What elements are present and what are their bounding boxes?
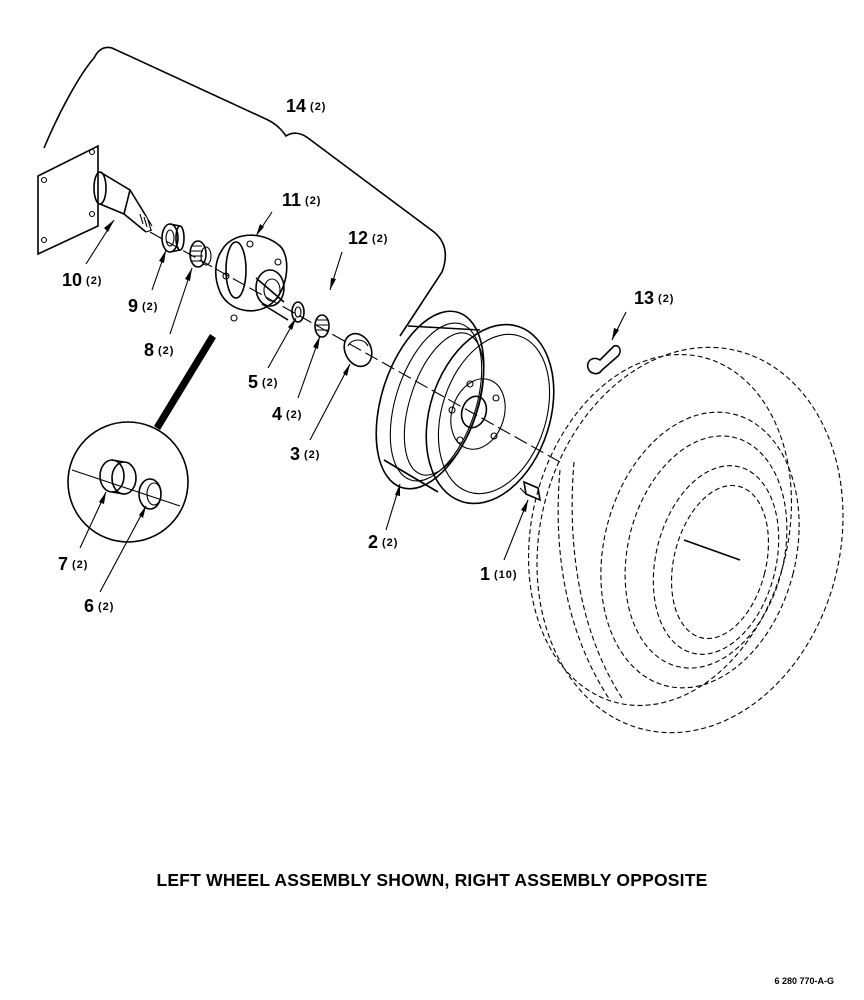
tire — [527, 346, 844, 734]
callout-11: 11(2) — [282, 190, 321, 210]
callout-7: 7(2) — [58, 554, 88, 574]
callout-12: 12(2) — [348, 228, 388, 248]
callout-10: 10(2) — [62, 270, 102, 290]
rim — [375, 310, 555, 505]
callout-1: 1(10) — [480, 564, 518, 584]
callout-13: 13(2) — [634, 288, 674, 308]
dust-cap — [343, 332, 373, 368]
callout-labels: 14(2) 11(2) 12(2) 13(2) 10(2) 9(2) 8(2) … — [58, 96, 674, 616]
bearing-cup-detail — [67, 334, 216, 543]
callout-6: 6(2) — [84, 596, 114, 616]
figure-caption: LEFT WHEEL ASSEMBLY SHOWN, RIGHT ASSEMBL… — [156, 870, 708, 890]
callout-3: 3(2) — [290, 444, 320, 464]
inner-bearing — [189, 240, 212, 268]
spindle — [37, 144, 153, 256]
outer-bearing — [314, 314, 330, 338]
leader-lines — [79, 211, 627, 593]
callout-9: 9(2) — [128, 296, 158, 316]
callout-4: 4(2) — [272, 404, 302, 424]
callout-5: 5(2) — [248, 372, 278, 392]
inner-seal — [161, 223, 185, 253]
callout-14: 14(2) — [286, 96, 326, 116]
callout-2: 2(2) — [368, 532, 398, 552]
center-axis-line — [149, 231, 561, 463]
valve-stem — [586, 344, 621, 375]
outer-bearing-cup — [291, 301, 305, 323]
figure-id: 6 280 770-A-G — [774, 976, 834, 986]
lug-bolt — [519, 480, 542, 502]
hub — [214, 234, 289, 322]
kit-bracket — [43, 46, 447, 337]
callout-8: 8(2) — [144, 340, 174, 360]
